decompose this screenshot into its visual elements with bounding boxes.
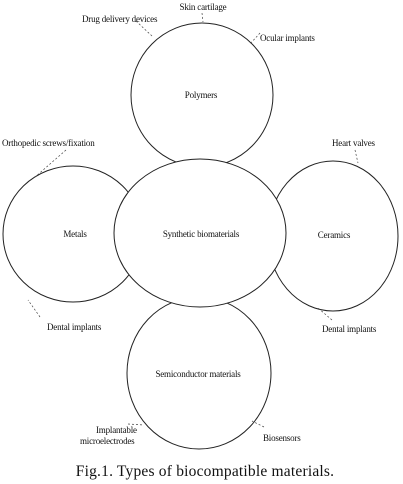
leader-orthopedic xyxy=(33,149,67,179)
app-microelectrodes: microelectrodes xyxy=(80,436,135,446)
app-biosensors: Biosensors xyxy=(263,433,301,443)
leader-implantable xyxy=(127,423,145,426)
leader-ocular-implants xyxy=(249,32,261,45)
app-skin-cartilage: Skin cartilage xyxy=(180,2,227,12)
polymers-label: Polymers xyxy=(185,90,218,100)
leader-dental-ceramics xyxy=(317,307,333,321)
app-drug-delivery: Drug delivery devices xyxy=(82,14,158,24)
app-heart-valves: Heart valves xyxy=(332,138,376,148)
center-circle xyxy=(113,158,287,308)
app-orthopedic: Orthopedic screws/fixation xyxy=(2,138,95,148)
leader-heart-valves xyxy=(354,149,359,164)
app-dental-ceramics: Dental implants xyxy=(322,324,377,334)
figure-caption: Fig.1. Types of biocompatible materials. xyxy=(76,463,334,480)
leader-dental-metals xyxy=(27,299,41,318)
center-label: Synthetic biomaterials xyxy=(163,229,240,239)
metals-label: Metals xyxy=(63,229,87,239)
app-implantable: Implantable xyxy=(96,425,137,435)
ceramics-label: Ceramics xyxy=(318,230,351,240)
app-dental-metals: Dental implants xyxy=(47,322,102,332)
leader-skin-cartilage xyxy=(201,12,204,23)
app-ocular-implants: Ocular implants xyxy=(260,33,315,43)
semiconductor-label: Semiconductor materials xyxy=(155,369,241,379)
